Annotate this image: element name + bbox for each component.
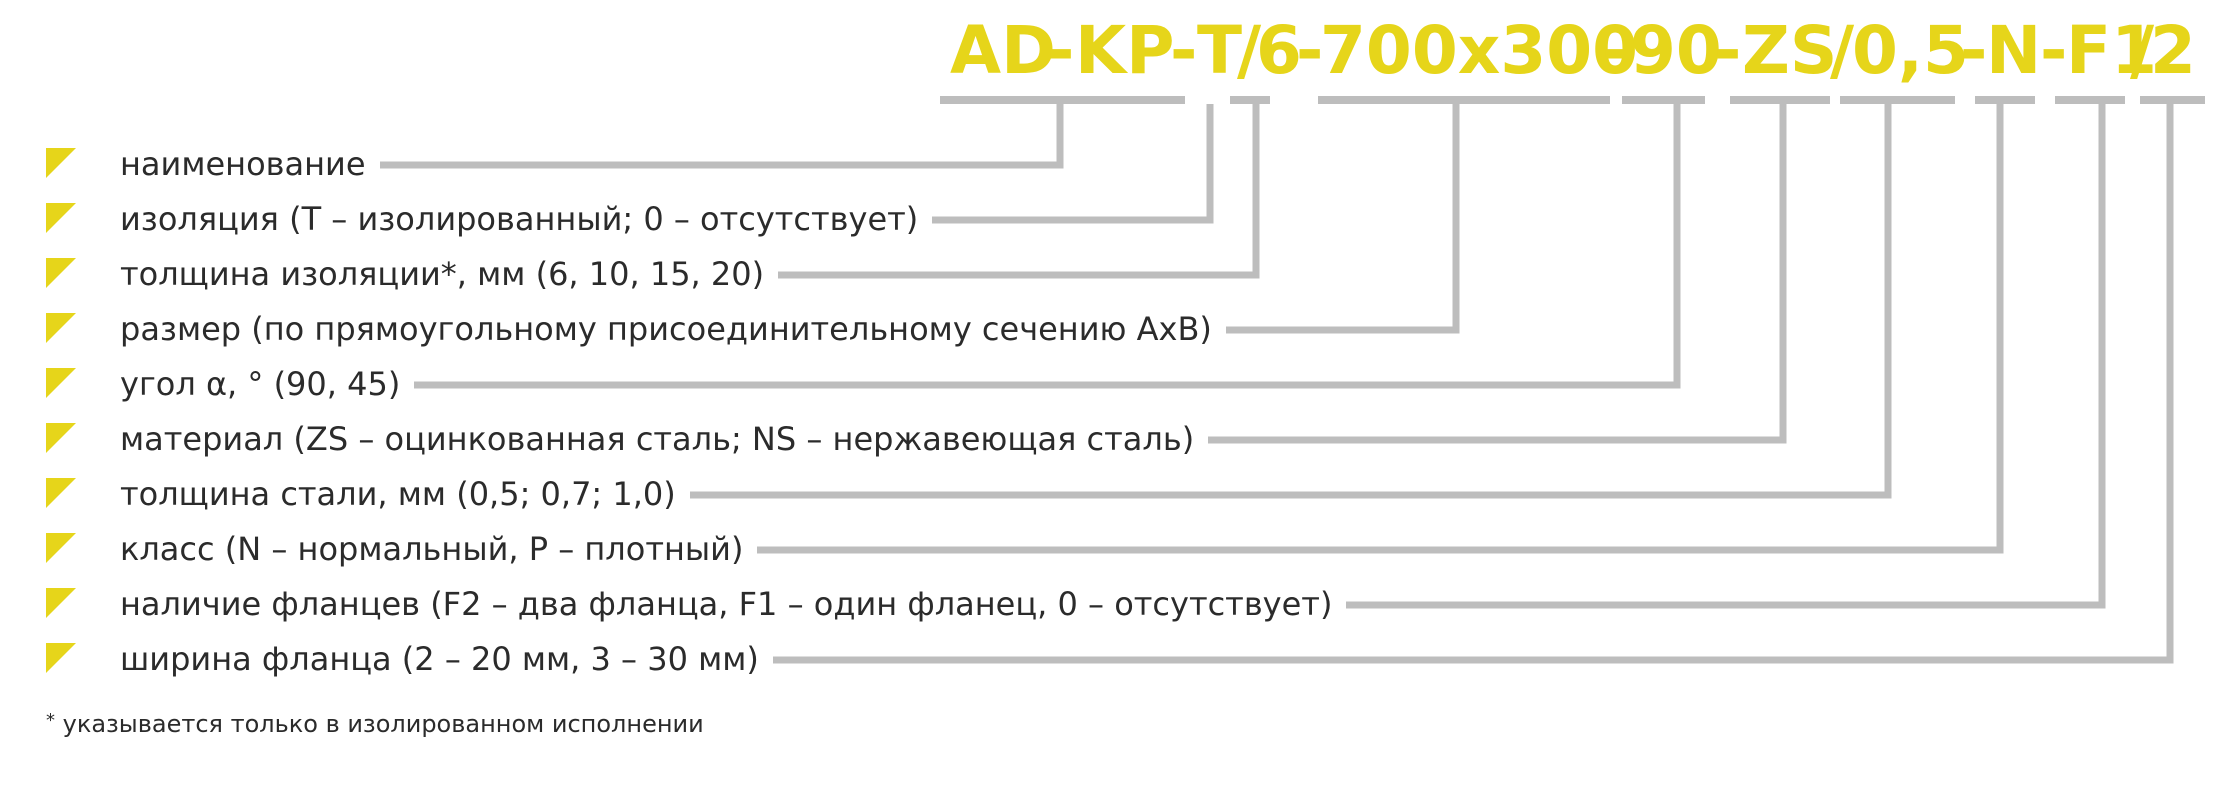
item-label-flanges: наличие фланцев (F2 – два фланца, F1 – о… (120, 585, 1333, 623)
footnote-mark: * (46, 710, 55, 731)
code-segment-angle: 90 (1630, 12, 1722, 89)
code-separator: - (1960, 12, 1988, 89)
code-separator: / (2130, 12, 2155, 89)
connector-line (1226, 104, 1460, 334)
connector-line (1208, 104, 1787, 444)
triangle-bullet-icon (46, 368, 76, 398)
connector-line (778, 104, 1260, 279)
connector-line (414, 104, 1681, 389)
footnote: * указывается только в изолированном исп… (46, 710, 704, 738)
connector-line (690, 104, 1892, 499)
triangle-bullet-icon (46, 203, 76, 233)
item-label-flange-width: ширина фланца (2 – 20 мм, 3 – 30 мм) (120, 640, 759, 678)
footnote-text: указывается только в изолированном испол… (55, 710, 704, 738)
item-label-insulation-thickness: толщина изоляции*, мм (6, 10, 15, 20) (120, 255, 765, 293)
code-segment-size: 700x300 (1320, 12, 1639, 89)
triangle-bullet-icon (46, 533, 76, 563)
triangle-bullet-icon (46, 643, 76, 673)
code-segment-material: ZS (1742, 12, 1838, 89)
connector-line (757, 104, 2004, 554)
code-segment-steel-thickness: 0,5 (1852, 12, 1969, 89)
code-separator: / (1237, 12, 1262, 89)
item-label-material: материал (ZS – оцинкованная сталь; NS – … (120, 420, 1195, 458)
item-label-class: класс (N – нормальный, Р – плотный) (120, 530, 744, 568)
connector-line (380, 104, 1064, 169)
code-segment-insulation: T (1197, 12, 1243, 89)
code-separator: - (1714, 12, 1742, 89)
code-segment-flange-width: 2 (2150, 12, 2196, 89)
connector-line (773, 104, 2174, 664)
item-label-angle: угол α, ° (90, 45) (120, 365, 401, 403)
triangle-bullet-icon (46, 258, 76, 288)
code-segment-product: KP (1075, 12, 1175, 89)
code-separator: / (1830, 12, 1855, 89)
item-label-insulation: изоляция (Т – изолированный; 0 – отсутст… (120, 200, 919, 238)
code-segment-insulation-thickness: 6 (1256, 12, 1302, 89)
code-separator: - (1602, 12, 1630, 89)
code-segment-name: AD (950, 12, 1056, 89)
item-label-name: наименование (120, 145, 366, 183)
code-segment-class: N (1986, 12, 2042, 89)
connector-line (932, 104, 1214, 224)
code-separator: - (1170, 12, 1198, 89)
triangle-bullet-icon (46, 148, 76, 178)
item-label-steel-thickness: толщина стали, мм (0,5; 0,7; 1,0) (120, 475, 676, 513)
triangle-bullet-icon (46, 313, 76, 343)
code-segment-flanges: F1 (2066, 12, 2158, 89)
connector-line (1346, 104, 2106, 609)
item-label-size: размер (по прямоугольному присоединитель… (120, 310, 1212, 348)
code-separator: - (1296, 12, 1324, 89)
triangle-bullet-icon (46, 478, 76, 508)
triangle-bullet-icon (46, 588, 76, 618)
code-separator: - (1047, 12, 1075, 89)
triangle-bullet-icon (46, 423, 76, 453)
code-separator: - (2040, 12, 2068, 89)
